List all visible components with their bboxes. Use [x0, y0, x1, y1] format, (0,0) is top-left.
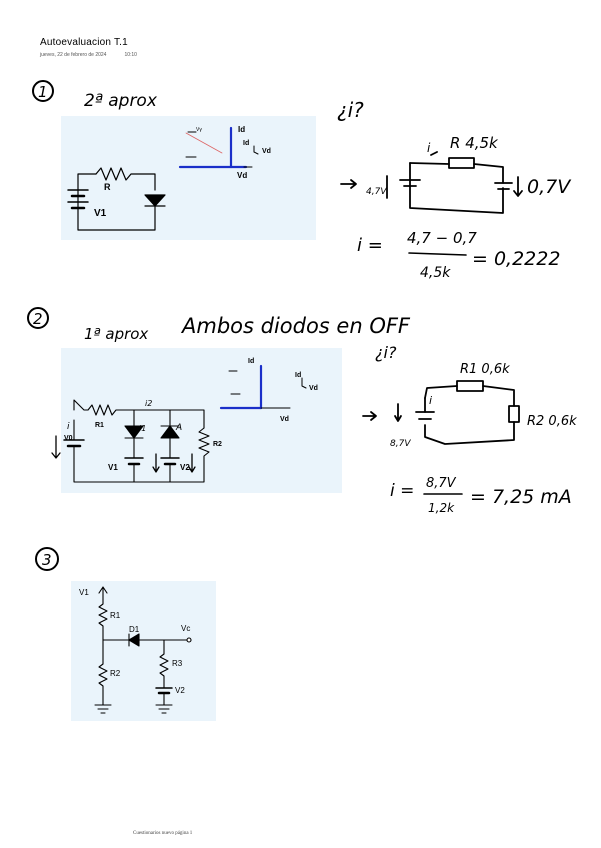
- curve-current-label: Id: [243, 140, 249, 147]
- r2-label: R2: [213, 441, 222, 448]
- circuit-image-3: [71, 581, 216, 721]
- problem-number-circle: [35, 547, 59, 571]
- d1-label: D1: [129, 625, 140, 634]
- result-prefix: i =: [390, 481, 414, 501]
- resistor-label: R: [104, 182, 111, 192]
- sketch-1: [340, 151, 523, 214]
- result-numerator: 8,7V: [426, 476, 457, 491]
- sketch-source-label: 4,7V: [366, 187, 387, 197]
- circuit-image-1: [61, 116, 316, 240]
- result-denominator: 1,2k: [428, 501, 455, 515]
- sketch-r1-label: R1 0,6k: [460, 362, 510, 377]
- question-label: ¿i?: [375, 343, 397, 362]
- problem-number: 2: [33, 310, 43, 328]
- curve-current-label: Id: [295, 372, 301, 379]
- circuit-image-2: [61, 348, 342, 493]
- i1-label: i1: [139, 424, 146, 433]
- diode-characteristic-2: [219, 364, 307, 410]
- v1-label: V1: [79, 588, 89, 597]
- v2-label: V2: [175, 686, 185, 695]
- circuit-2: [51, 399, 210, 483]
- result-value: = 7,25 mA: [470, 486, 572, 508]
- sketch-current-label: i: [429, 394, 432, 407]
- result-prefix: i =: [357, 235, 383, 256]
- problem-number: 3: [42, 551, 52, 569]
- question-label: ¿i?: [337, 98, 364, 122]
- sketch-2: [362, 380, 520, 445]
- result-numerator: 4,7 − 0,7: [407, 229, 477, 247]
- sketch-r2-label: R2 0,6k: [527, 414, 577, 429]
- axis-voltage-label: Vd: [280, 416, 289, 423]
- page-footer: Cuestionarios nuevo página 1: [133, 831, 193, 836]
- problem-2: 2 1ª aprox Ambos diodos en OFF: [27, 307, 577, 515]
- v1-label: V1: [108, 463, 118, 472]
- problem-3: 3: [35, 547, 192, 714]
- node-label: A: [175, 423, 182, 433]
- curve-voltage-label: Vd: [262, 148, 271, 155]
- r2-label: R2: [110, 669, 121, 678]
- sketch-current-label: i: [427, 141, 431, 155]
- page-title: Autoevaluacion T.1: [40, 37, 128, 48]
- vc-label: Vc: [181, 624, 190, 633]
- source-label: V1: [94, 208, 107, 219]
- result-denominator: 4,5k: [420, 265, 451, 281]
- problem-1: 1 2ª aprox R V1: [32, 80, 572, 281]
- circuit-1: [67, 167, 166, 231]
- page-date: jueves, 22 de febrero de 2024 10:10: [40, 52, 137, 58]
- diode-characteristic-1: [178, 126, 259, 169]
- method-note: 2ª aprox: [84, 91, 158, 111]
- result-value: = 0,2222: [472, 248, 560, 270]
- i2-label: i2: [145, 399, 152, 408]
- time-text: 10:10: [124, 52, 137, 58]
- date-text: jueves, 22 de febrero de 2024: [40, 52, 107, 58]
- curve-voltage-label: Vd: [309, 385, 318, 392]
- sketch-source-label: 8,7V: [390, 439, 411, 449]
- axis-voltage-label: Vd: [237, 171, 247, 180]
- r1-label: R1: [95, 422, 104, 429]
- r1-label: R1: [110, 611, 121, 620]
- axis-current-label: Id: [238, 125, 245, 134]
- sketch-resistor-label: R 4,5k: [450, 134, 499, 152]
- method-note: 1ª aprox: [84, 325, 148, 343]
- sketch-diode-drop: 0,7V: [527, 176, 572, 198]
- v2-label: V2: [180, 463, 190, 472]
- axis-current-label: Id: [248, 358, 254, 365]
- problem-number: 1: [38, 83, 48, 101]
- v0-label: V0: [64, 435, 73, 442]
- problem-number-circle: [32, 80, 54, 102]
- off-note: Ambos diodos en OFF: [180, 314, 411, 338]
- circuit-3: [94, 586, 192, 714]
- r3-label: R3: [172, 659, 183, 668]
- current-label: i: [67, 422, 70, 432]
- problem-number-circle: [27, 307, 49, 329]
- curve-v-gamma: Vγ: [196, 127, 202, 133]
